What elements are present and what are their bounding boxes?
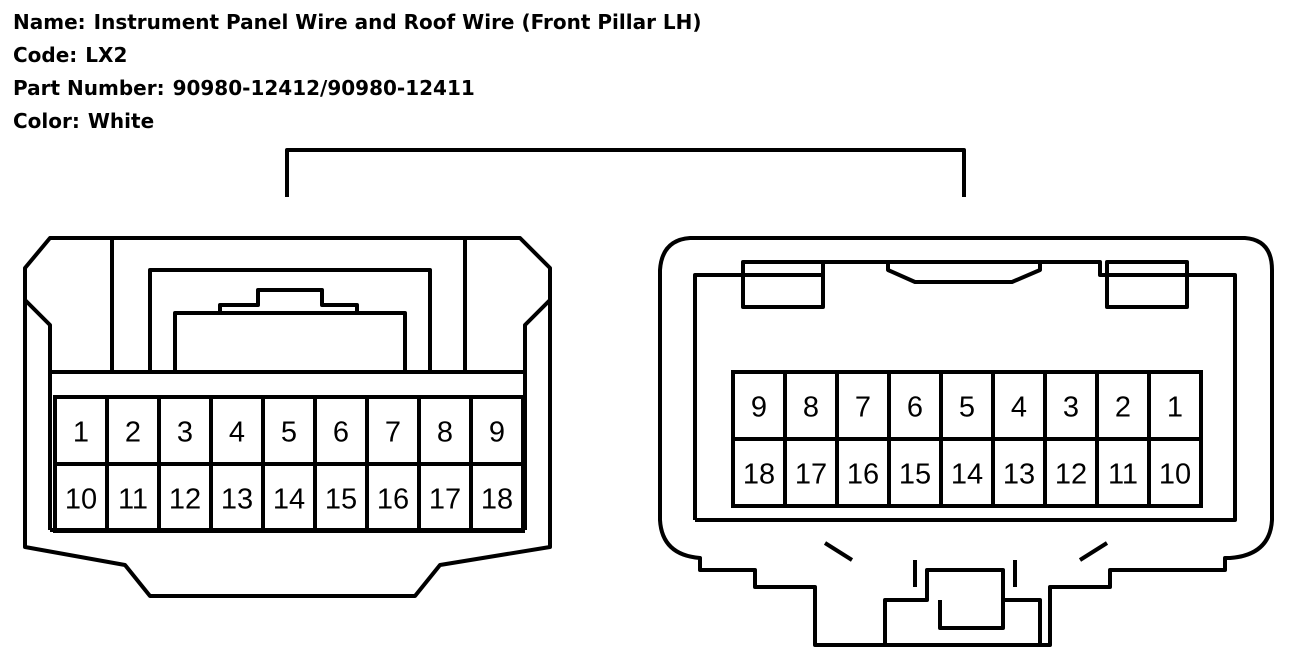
name-row: Name: Instrument Panel Wire and Roof Wire… [13, 6, 702, 39]
left-pin-label: 18 [481, 484, 513, 516]
left-pin-label: 2 [125, 417, 141, 449]
part-number-label: Part Number: [13, 76, 165, 100]
connector-info: Name: Instrument Panel Wire and Roof Wire… [13, 6, 702, 138]
left-pin-cell [469, 462, 525, 533]
left-pin-label: 13 [221, 484, 253, 516]
right-pin-label: 13 [1003, 459, 1035, 491]
right-pin-label: 10 [1159, 459, 1191, 491]
right-pin-label: 3 [1063, 392, 1079, 424]
right-pin-label: 9 [751, 392, 767, 424]
color-value: White [87, 109, 155, 133]
left-pin-label: 3 [177, 417, 193, 449]
right-pin-label: 6 [907, 392, 923, 424]
left-connector-housing [23, 236, 552, 598]
right-connector-pins: 9 8 7 6 5 4 3 2 1 18 17 16 15 14 13 12 11 10 [731, 370, 1203, 508]
left-pin-label: 9 [489, 417, 505, 449]
left-pin-label: 16 [377, 484, 409, 516]
part-number-value: 90980-12412/90980-12411 [172, 76, 475, 100]
right-pin-label: 4 [1011, 392, 1027, 424]
code-row: Code: LX2 [13, 39, 702, 72]
left-pin-label: 5 [281, 417, 297, 449]
right-pin-label: 18 [743, 459, 775, 491]
code-label: Code: [13, 43, 78, 67]
code-value: LX2 [85, 43, 128, 67]
name-label: Name: [13, 10, 86, 34]
right-pin-label: 11 [1108, 459, 1138, 491]
right-pin-label: 5 [959, 392, 975, 424]
right-pin-label: 14 [951, 459, 983, 491]
left-pin-label: 8 [437, 417, 453, 449]
right-pin-label: 8 [803, 392, 819, 424]
right-pin-label: 17 [795, 459, 827, 491]
right-pin-cell [1147, 437, 1203, 508]
right-pin-label: 16 [847, 459, 879, 491]
right-pin-label: 12 [1055, 459, 1087, 491]
left-pin-label: 15 [325, 484, 357, 516]
left-pin-label: 7 [385, 417, 401, 449]
left-pin-label: 4 [229, 417, 245, 449]
right-connector-housing [658, 236, 1274, 647]
right-pin-label: 7 [855, 392, 871, 424]
mating-bracket [285, 148, 966, 197]
color-label: Color: [13, 109, 80, 133]
right-pin-label: 2 [1115, 392, 1131, 424]
part-number-row: Part Number: 90980-12412/90980-12411 [13, 72, 702, 105]
right-pin-label: 15 [899, 459, 931, 491]
left-pin-label: 10 [65, 484, 97, 516]
left-pin-label: 6 [333, 417, 349, 449]
left-pin-label: 17 [429, 484, 461, 516]
right-pin-label: 1 [1167, 392, 1183, 424]
name-value: Instrument Panel Wire and Roof Wire (Fro… [93, 10, 702, 34]
color-row: Color: White [13, 105, 702, 138]
left-pin-label: 1 [73, 417, 89, 449]
left-pin-label: 11 [118, 484, 148, 516]
left-pin-label: 12 [169, 484, 201, 516]
left-pin-label: 14 [273, 484, 305, 516]
